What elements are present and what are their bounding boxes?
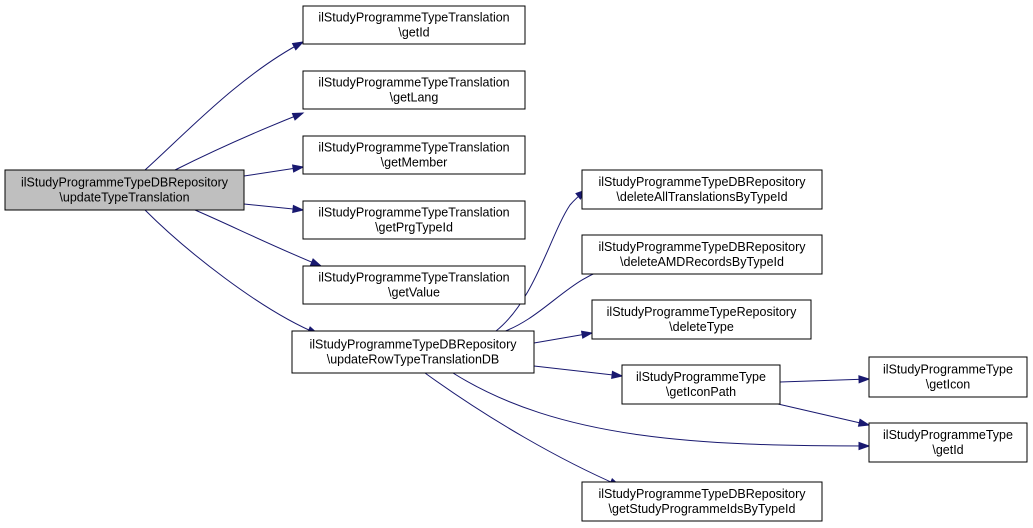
edge-line: [777, 403, 870, 426]
arrow-head-icon: [309, 258, 323, 267]
node-class-label: ilStudyProgrammeTypeTranslation: [318, 141, 509, 155]
edge-line: [533, 365, 623, 377]
edge-root-to-t_getPrgTypeId: [243, 203, 305, 214]
node-method-label: \getIconPath: [666, 385, 736, 399]
node-box: [302, 70, 526, 110]
node-method-label: \updateTypeTranslation: [59, 191, 189, 205]
node-getSPIds[interactable]: ilStudyProgrammeTypeDBRepository\getStud…: [581, 481, 823, 522]
arrow-head-icon: [291, 41, 305, 51]
edge-root-to-t_getLang: [174, 112, 305, 171]
node-method-label: \getId: [932, 443, 963, 457]
arrow-head-icon: [291, 164, 305, 173]
arrow-head-icon: [857, 418, 871, 427]
edge-line: [424, 372, 621, 487]
node-box: [302, 265, 526, 305]
node-method-label: \deleteAMDRecordsByTypeId: [620, 255, 784, 269]
arrow-head-icon: [858, 441, 871, 451]
node-class-label: ilStudyProgrammeTypeTranslation: [318, 11, 509, 25]
node-method-label: \getStudyProgrammeIdsByTypeId: [609, 502, 796, 516]
node-box: [581, 481, 823, 522]
arrow-head-icon: [292, 204, 305, 214]
edge-updRow-to-pt_getId: [452, 372, 871, 451]
node-getIconPath[interactable]: ilStudyProgrammeType\getIconPath: [621, 364, 781, 405]
edge-root-to-t_getValue: [194, 209, 323, 267]
node-pt_getId[interactable]: ilStudyProgrammeType\getId: [868, 422, 1028, 463]
node-class-label: ilStudyProgrammeTypeDBRepository: [598, 175, 806, 189]
node-class-label: ilStudyProgrammeType: [636, 370, 766, 384]
node-method-label: \getIcon: [926, 378, 971, 392]
node-getIcon[interactable]: ilStudyProgrammeType\getIcon: [868, 356, 1028, 398]
node-box: [621, 364, 781, 405]
edge-line: [144, 209, 319, 335]
edge-line: [779, 378, 870, 383]
node-updRow[interactable]: ilStudyProgrammeTypeDBRepository\updateR…: [291, 330, 535, 374]
edge-getIconPath-to-getIcon: [779, 375, 871, 384]
node-box: [581, 234, 823, 275]
node-class-label: ilStudyProgrammeTypeTranslation: [318, 271, 509, 285]
nodes-layer: ilStudyProgrammeTypeDBRepository\updateT…: [4, 5, 1028, 522]
node-delAllTr[interactable]: ilStudyProgrammeTypeDBRepository\deleteA…: [581, 169, 823, 210]
node-class-label: ilStudyProgrammeTypeDBRepository: [21, 176, 229, 190]
node-class-label: ilStudyProgrammeTypeDBRepository: [598, 240, 806, 254]
edge-root-to-t_getMember: [243, 164, 305, 177]
edge-updRow-to-getIconPath: [533, 365, 624, 379]
node-t_getLang[interactable]: ilStudyProgrammeTypeTranslation\getLang: [302, 70, 526, 110]
edge-root-to-updRow: [144, 209, 320, 335]
node-box: [868, 422, 1028, 463]
node-method-label: \getMember: [381, 156, 448, 170]
arrow-head-icon: [291, 112, 305, 121]
edge-line: [144, 41, 304, 171]
edge-line: [194, 209, 322, 267]
node-t_getPrgTypeId[interactable]: ilStudyProgrammeTypeTranslation\getPrgTy…: [302, 200, 526, 240]
node-delType[interactable]: ilStudyProgrammeTypeRepository\deleteTyp…: [591, 299, 812, 340]
node-method-label: \getPrgTypeId: [375, 221, 453, 235]
node-method-label: \deleteAllTranslationsByTypeId: [616, 190, 787, 204]
edge-line: [174, 112, 304, 171]
node-delAMD[interactable]: ilStudyProgrammeTypeDBRepository\deleteA…: [581, 234, 823, 275]
node-box: [868, 356, 1028, 398]
node-class-label: ilStudyProgrammeType: [883, 428, 1013, 442]
edge-getIconPath-to-pt_getId: [777, 403, 871, 427]
node-method-label: \getValue: [388, 286, 440, 300]
node-t_getMember[interactable]: ilStudyProgrammeTypeTranslation\getMembe…: [302, 135, 526, 175]
node-box: [4, 169, 245, 211]
arrow-head-icon: [858, 375, 871, 384]
node-class-label: ilStudyProgrammeTypeDBRepository: [309, 338, 517, 352]
node-t_getId[interactable]: ilStudyProgrammeTypeTranslation\getId: [302, 5, 526, 45]
edge-root-to-t_getId: [144, 41, 305, 171]
edge-updRow-to-getSPIds: [424, 372, 622, 487]
edge-updRow-to-delType: [533, 330, 594, 344]
node-root[interactable]: ilStudyProgrammeTypeDBRepository\updateT…: [4, 169, 245, 211]
arrow-head-icon: [611, 370, 624, 379]
node-class-label: ilStudyProgrammeTypeTranslation: [318, 76, 509, 90]
node-box: [302, 5, 526, 45]
node-class-label: ilStudyProgrammeTypeTranslation: [318, 206, 509, 220]
arrow-head-icon: [580, 330, 594, 339]
node-box: [581, 169, 823, 210]
node-t_getValue[interactable]: ilStudyProgrammeTypeTranslation\getValue: [302, 265, 526, 305]
node-method-label: \getId: [398, 26, 429, 40]
node-class-label: ilStudyProgrammeTypeDBRepository: [598, 487, 806, 501]
node-box: [591, 299, 812, 340]
node-method-label: \updateRowTypeTranslationDB: [327, 353, 500, 367]
node-class-label: ilStudyProgrammeType: [883, 363, 1013, 377]
node-method-label: \getLang: [390, 91, 439, 105]
node-box: [302, 135, 526, 175]
node-box: [291, 330, 535, 374]
node-method-label: \deleteType: [669, 320, 734, 334]
node-class-label: ilStudyProgrammeTypeRepository: [607, 305, 797, 319]
edges-layer: [144, 41, 871, 487]
edge-line: [452, 372, 870, 447]
node-box: [302, 200, 526, 240]
